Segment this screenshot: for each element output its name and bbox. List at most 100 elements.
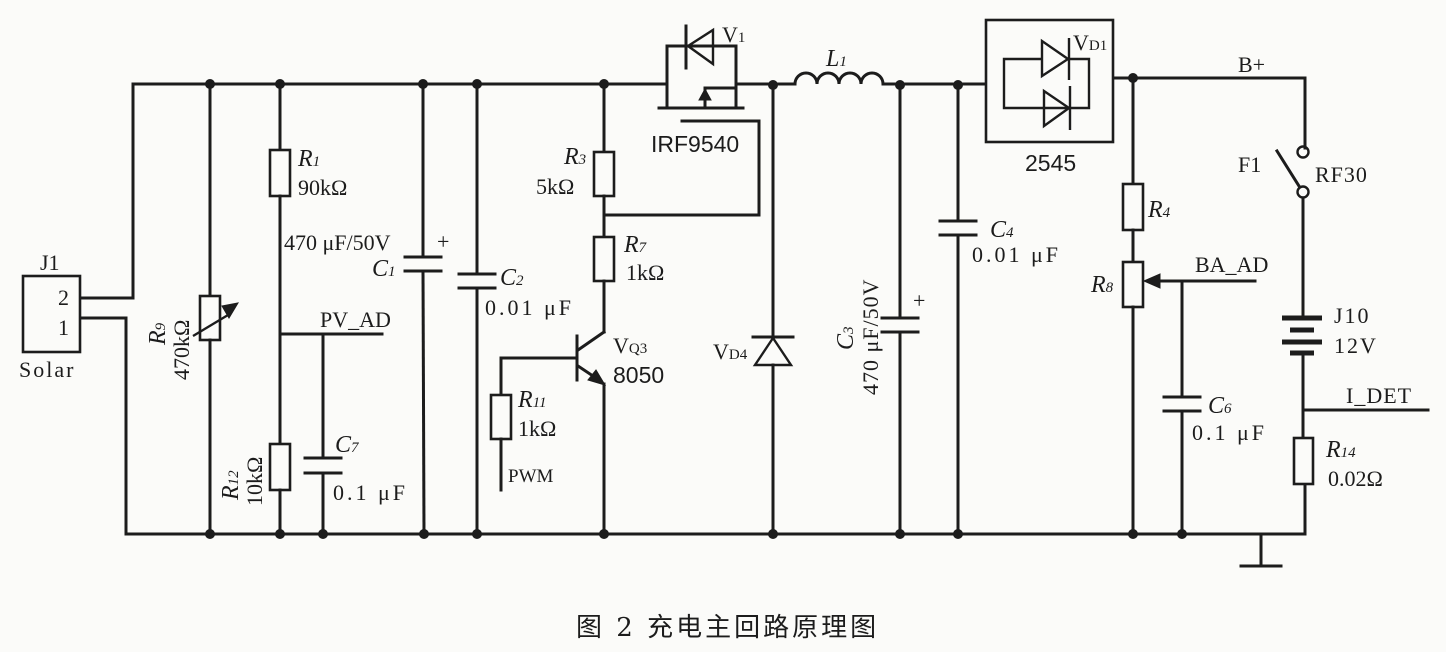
transistor-part: 8050 [613, 362, 664, 388]
connector-ref: J1 [40, 250, 60, 275]
net-label-b-plus: B+ [1238, 52, 1265, 77]
resistor-body [268, 148, 292, 198]
resistor-ref: R14 [1325, 437, 1356, 463]
resistor-r3: R3 5kΩ [536, 82, 616, 239]
resistor-r4: R4 [1121, 76, 1171, 264]
capacitor-value: 0.01 μF [485, 295, 574, 320]
resistor-ref: R8 [1090, 272, 1114, 298]
connector-name: Solar [19, 357, 75, 382]
diode-vd4: VD4 [713, 83, 795, 536]
capacitor-value: 0.1 μF [1192, 420, 1267, 445]
resistor-value: 10kΩ [242, 457, 267, 506]
capacitor-c1: 470 μF/50V + C1 [284, 82, 449, 536]
net-label-pv-ad: PV_AD [320, 307, 391, 332]
capacitor-c6: C6 0.1 μF [1162, 279, 1267, 536]
resistor-value: 90kΩ [298, 175, 347, 200]
resistor-r1: R1 90kΩ [268, 82, 347, 446]
polarity-plus: + [913, 288, 925, 313]
diode-ref: VD1 [1073, 30, 1107, 55]
resistor-value: 470kΩ [169, 320, 194, 380]
capacitor-ref: C1 [372, 256, 396, 282]
connector-j1: J1 2 1 Solar [19, 250, 82, 382]
pin-2-label: 2 [58, 285, 69, 310]
switch-part: RF30 [1315, 162, 1368, 187]
gate-wire [602, 119, 761, 217]
switch-f1: F1 RF30 [1238, 145, 1368, 317]
capacitor-value: 470 μF/50V [284, 230, 391, 255]
capacitor-c7: C7 0.1 μF [303, 332, 408, 536]
transistor-ref: VQ3 [613, 333, 647, 358]
resistor-ref: R11 [517, 387, 547, 413]
net-label-ba-ad: BA_AD [1195, 252, 1268, 277]
battery-ref: J10 [1334, 303, 1371, 328]
resistor-ref: R1 [297, 146, 320, 172]
battery-value: 12V [1334, 333, 1378, 358]
capacitor-ref: C2 [500, 265, 524, 291]
net-pv-ad: PV_AD [278, 307, 391, 336]
capacitor-ref: C6 [1208, 393, 1232, 419]
capacitor-value: 0.1 μF [333, 480, 408, 505]
resistor-ref: R4 [1147, 197, 1171, 223]
capacitor-c4: C4 0.01 μF [938, 83, 1061, 536]
capacitor-ref: C3 [833, 326, 859, 350]
resistor-ref: R9 [145, 322, 171, 346]
emitter-arrow-icon [587, 369, 607, 386]
resistor-body [198, 294, 222, 342]
transistor-vq3: VQ3 8050 [499, 329, 664, 536]
mosfet-v1: V1 IRF9540 [651, 22, 745, 157]
pin-1-label: 1 [58, 315, 69, 340]
capacitor-value: 0.01 μF [972, 242, 1061, 267]
ground-rail [78, 316, 1307, 536]
diode-part: 2545 [1025, 150, 1076, 176]
resistor-body [489, 393, 513, 441]
resistor-value: 0.02Ω [1328, 466, 1383, 491]
diode-ref: VD4 [713, 339, 748, 364]
resistor-ref: R3 [563, 144, 586, 170]
capacitor-value: 470 μF/50V [858, 278, 883, 395]
resistor-body [1121, 182, 1145, 232]
body-arrow-icon [698, 87, 712, 101]
capacitor-ref: C4 [990, 217, 1014, 243]
resistor-ref: R12 [218, 470, 244, 501]
variable-arrow-icon [192, 313, 229, 338]
ground-icon [1239, 532, 1283, 568]
resistor-body [592, 150, 616, 198]
net-i-det: I_DET [1301, 383, 1430, 412]
resistor-value: 1kΩ [626, 260, 664, 285]
net-label-pwm: PWM [508, 466, 554, 487]
diode-vd1: VD1 2545 [984, 18, 1115, 176]
resistor-r8: R8 [1090, 260, 1161, 536]
figure-caption: 图 2 充电主回路原理图 [576, 613, 879, 643]
top-rail [78, 76, 1307, 300]
resistor-r11: R11 1kΩ PWM [489, 387, 556, 492]
switch-lever [1274, 148, 1302, 189]
net-label-i-det: I_DET [1346, 383, 1412, 408]
capacitor-c3: + C3 470 μF/50V [833, 83, 925, 536]
diode-icon [752, 335, 794, 367]
battery-j10: J10 12V [1282, 303, 1378, 440]
body-diode-icon [685, 27, 715, 67]
switch-terminal [1296, 185, 1310, 199]
switch-ref: F1 [1238, 152, 1261, 177]
polarity-plus: + [437, 229, 449, 254]
resistor-value: 1kΩ [518, 416, 556, 441]
connector-body [21, 274, 82, 354]
capacitor-ref: C7 [335, 432, 360, 458]
resistor-ref: R7 [623, 232, 648, 258]
inductor-l1: L1 [793, 46, 889, 86]
switch-terminal [1296, 145, 1310, 159]
inductor-coil-icon [793, 71, 885, 86]
resistor-body [1121, 260, 1145, 309]
resistor-r9: R9 470kΩ [145, 82, 240, 536]
resistor-r12: R12 10kΩ [218, 442, 292, 536]
inductor-ref: L1 [825, 46, 847, 72]
resistor-value: 5kΩ [536, 174, 574, 199]
resistor-body [268, 442, 292, 492]
resistor-r14: R14 0.02Ω [1292, 436, 1383, 491]
diode-icon [1040, 38, 1071, 79]
net-ba-ad: BA_AD [1156, 252, 1268, 283]
mosfet-ref: V1 [722, 22, 745, 47]
arrow-head-icon [221, 302, 240, 319]
junction-dots [205, 73, 1187, 539]
